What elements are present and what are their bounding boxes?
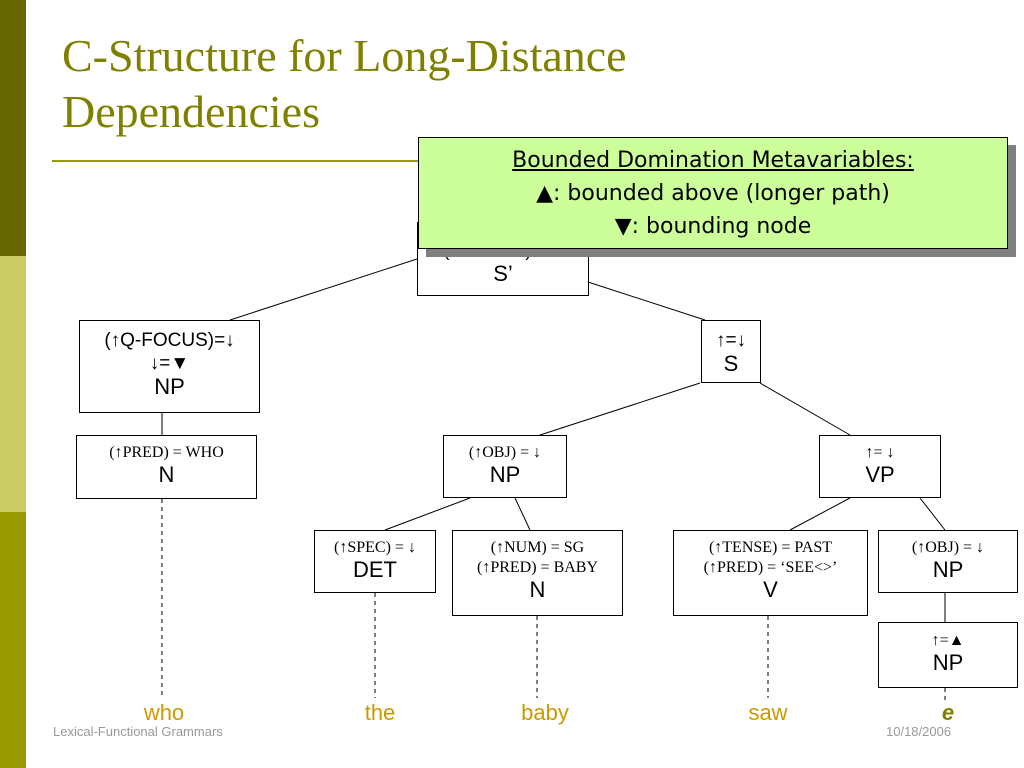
node-annotation: (↑TENSE) = PAST	[708, 539, 833, 556]
slide-title: C-Structure for Long-Distance Dependenci…	[62, 30, 627, 137]
word-who: who	[143, 700, 185, 725]
callout-line-bounded-above: ▲: bounded above (longer path)	[536, 181, 890, 206]
node-category: N	[158, 462, 175, 487]
edge-npobj-n	[514, 497, 531, 531]
sidebar-band-top	[0, 0, 26, 256]
node-det: (↑SPEC) = ↓ DET	[314, 530, 436, 593]
node-category: VP	[865, 462, 895, 487]
edge-vp-v	[789, 497, 851, 531]
node-category: S’	[493, 261, 513, 286]
node-v: (↑TENSE) = PAST (↑PRED) = ‘SEE<>’ V	[673, 530, 868, 616]
node-category: NP	[932, 650, 964, 675]
node-category: DET	[353, 557, 397, 582]
footer-date: 10/18/2006	[886, 724, 952, 739]
node-annotation: ↑=▲	[931, 632, 965, 649]
node-annotation: (↑OBJ) = ↓	[468, 444, 542, 461]
node-annotation: (↑NUM) = SG	[490, 539, 585, 556]
node-annotation: ↓=▼	[149, 353, 190, 374]
node-np-obj: (↑OBJ) = ↓ NP	[443, 435, 567, 498]
callout-heading: Bounded Domination Metavariables:	[512, 148, 914, 173]
word-baby: baby	[521, 700, 569, 725]
node-annotation: (↑SPEC) = ↓	[334, 539, 416, 556]
node-category: NP	[489, 462, 521, 487]
node-annotation: (↑PRED) = ‘SEE<>’	[703, 559, 838, 576]
node-s: ↑=↓ S	[701, 320, 761, 383]
node-category: NP	[154, 374, 185, 399]
metavariables-callout: Bounded Domination Metavariables: ▲: bou…	[418, 137, 1008, 249]
sidebar-band-middle	[0, 256, 26, 512]
word-the: the	[364, 700, 396, 725]
node-category: V	[763, 577, 778, 602]
node-n-who: (↑PRED) = WHO N	[76, 435, 257, 499]
node-np-gap: ↑=▲ NP	[878, 622, 1018, 688]
node-annotation: (↑PRED) = BABY	[476, 559, 599, 576]
node-np-focus: (↑Q-FOCUS)=↓ ↓=▼ NP	[79, 320, 260, 413]
node-np-obj-vp: (↑OBJ) = ↓ NP	[878, 530, 1018, 593]
node-n-baby: (↑NUM) = SG (↑PRED) = BABY N	[452, 530, 623, 616]
callout-line-bounding-node: ▼: bounding node	[614, 214, 812, 239]
node-annotation: ↑= ↓	[865, 444, 895, 461]
edge-npobj-det	[384, 497, 471, 531]
node-category: N	[529, 577, 546, 602]
node-vp: ↑= ↓ VP	[819, 435, 941, 498]
node-category: NP	[932, 557, 964, 582]
node-category: S	[723, 351, 739, 376]
footer-left: Lexical-Functional Grammars	[53, 724, 223, 739]
edge-root-s	[587, 281, 706, 321]
edge-vp-np	[919, 497, 946, 531]
node-annotation: (↑PRED) = WHO	[109, 444, 224, 461]
node-annotation: (↑Q-FOCUS)=↓	[104, 330, 235, 351]
word-e-gap: e	[941, 700, 955, 725]
node-annotation: ↑=↓	[715, 330, 747, 351]
title-underline	[52, 160, 432, 162]
edge-s-vp	[759, 382, 851, 436]
node-annotation: (↑OBJ) = ↓	[911, 539, 985, 556]
edge-s-npobj	[539, 382, 701, 436]
word-saw: saw	[748, 700, 788, 725]
sidebar-decoration	[0, 0, 26, 768]
sidebar-band-bottom	[0, 512, 26, 768]
edge-root-np	[229, 257, 421, 321]
